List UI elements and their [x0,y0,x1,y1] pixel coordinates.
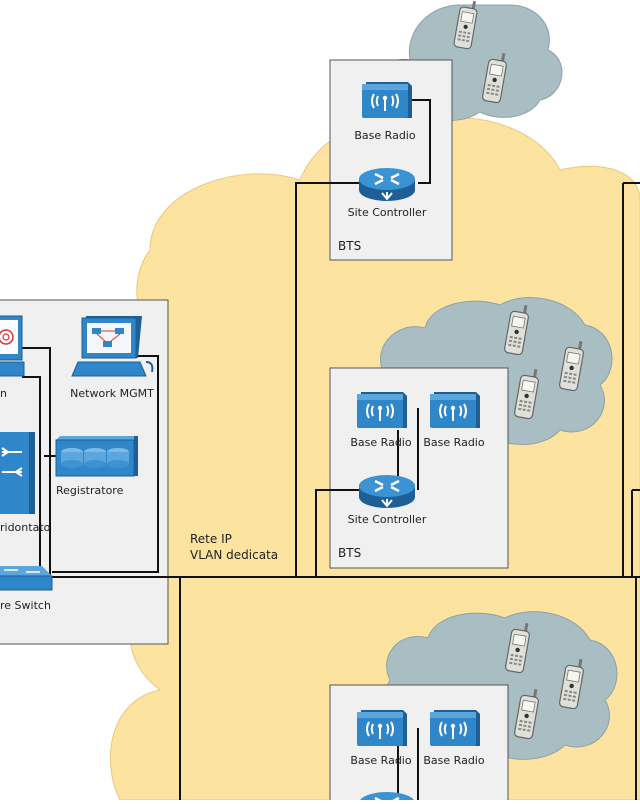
network-mgmt-workstation[interactable] [71,316,154,377]
network-mgmt-label: Network MGMT [70,387,154,400]
workstation-icon [0,315,25,377]
recorder-label: Registratore [56,484,124,497]
bts-2-label: BTS [338,546,361,560]
base-radio-3a-label: Base Radio [350,754,411,767]
ip-network-label-line2: VLAN dedicata [190,548,278,562]
base-radio-2a[interactable] [356,391,408,429]
redundant-server[interactable] [0,432,35,514]
base-radio-1[interactable] [361,81,413,119]
core-switch-label: re Switch [0,599,51,612]
switch-icon [0,566,53,591]
site-controller-1[interactable] [357,166,417,202]
antenna-icon [356,391,408,429]
base-radio-2a-label: Base Radio [350,436,411,449]
site-controller-2-label: Site Controller [348,513,427,526]
storage-icon [55,436,138,477]
dispatcher-label-partial: n [0,387,7,400]
antenna-icon [429,391,481,429]
antenna-icon [361,81,413,119]
base-radio-1-label: Base Radio [354,129,415,142]
ip-network-label-line1: Rete IP [190,532,232,546]
base-radio-3a[interactable] [356,709,408,747]
site-controller-1-label: Site Controller [348,206,427,219]
dispatcher-workstation[interactable] [0,315,25,377]
base-radio-3b[interactable] [429,709,481,747]
workstation-icon [71,316,154,377]
core-switch[interactable] [0,566,53,591]
site-controller-2[interactable] [357,473,417,509]
router-icon [357,473,417,509]
redundant-server-label: ridontato [0,521,51,534]
base-radio-3b-label: Base Radio [423,754,484,767]
recorder[interactable] [55,436,138,477]
router-icon [357,166,417,202]
server-icon [0,432,35,514]
base-radio-2b[interactable] [429,391,481,429]
antenna-icon [429,709,481,747]
base-radio-2b-label: Base Radio [423,436,484,449]
antenna-icon [356,709,408,747]
bts-1-label: BTS [338,239,361,253]
network-links [20,99,640,800]
